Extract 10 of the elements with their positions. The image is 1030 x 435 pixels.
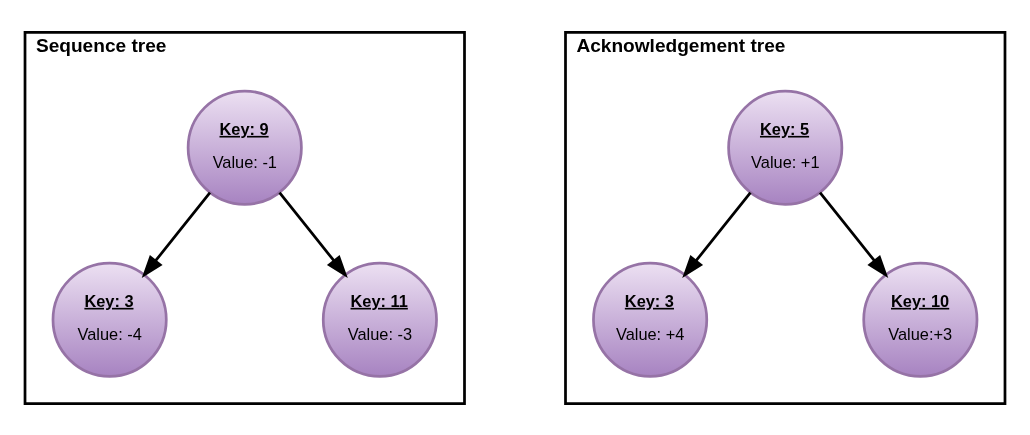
node-circle: Key: 11 Value: -3 bbox=[321, 261, 438, 378]
arrow bbox=[278, 191, 348, 278]
node-circle: Key: 10 Value:+3 bbox=[862, 261, 979, 378]
node-circle: Key: 9 Value: -1 bbox=[186, 89, 303, 206]
node-circle: Key: 5 Value: +1 bbox=[727, 89, 844, 206]
arrow bbox=[141, 191, 212, 278]
node-circle: Key: 3 Value: -4 bbox=[51, 261, 168, 378]
arrow bbox=[682, 191, 752, 278]
arrow bbox=[818, 191, 889, 278]
node-circle: Key: 3 Value: +4 bbox=[592, 261, 709, 378]
